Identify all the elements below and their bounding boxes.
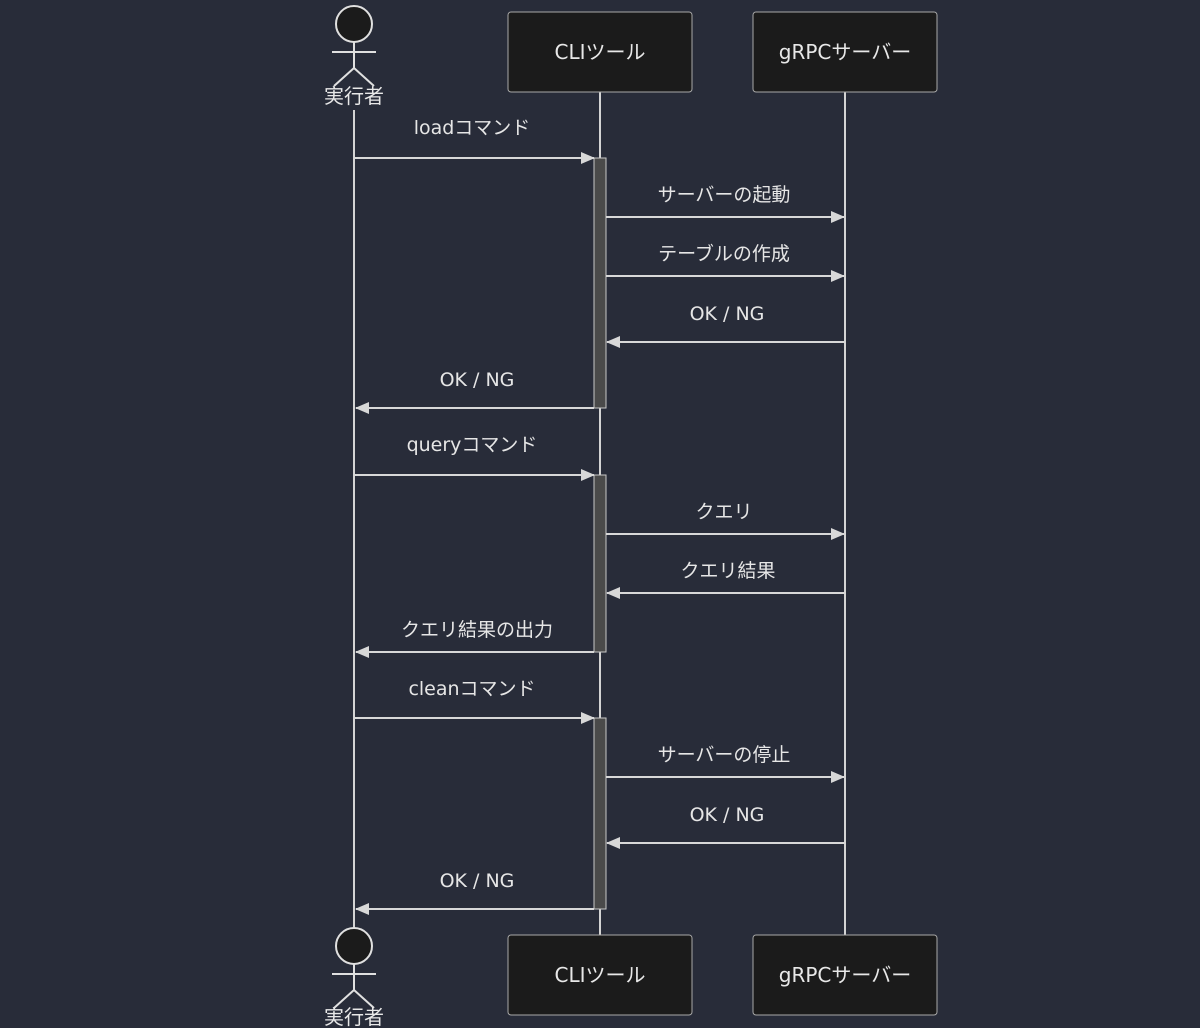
activation-load: [593, 157, 607, 409]
message-label: テーブルの作成: [658, 242, 790, 265]
message-label: サーバーの起動: [658, 184, 791, 206]
message-label: loadコマンド: [414, 117, 531, 139]
actor-top-head-icon: [335, 5, 373, 43]
message-2: サーバーの起動: [606, 184, 845, 223]
actor-bottom: 実行者: [324, 927, 384, 1028]
message-7: クエリ: [606, 501, 845, 540]
message-label: OK / NG: [690, 303, 765, 325]
message-5: OK / NG: [355, 369, 594, 414]
message-8: クエリ結果: [606, 560, 845, 599]
message-1: loadコマンド: [354, 117, 595, 164]
activation-clean: [593, 717, 607, 910]
participant-server-top-label: gRPCサーバー: [779, 40, 911, 64]
message-label: OK / NG: [440, 369, 515, 391]
actor-top-label: 実行者: [324, 84, 384, 108]
message-label: cleanコマンド: [408, 678, 535, 700]
participant-cli-top: CLIツール: [507, 11, 693, 93]
message-11: サーバーの停止: [606, 744, 845, 783]
message-label: OK / NG: [440, 870, 515, 892]
message-label: queryコマンド: [407, 434, 538, 456]
participant-server-top: gRPCサーバー: [752, 11, 938, 93]
actor-bottom-head-icon: [335, 927, 373, 965]
message-12: OK / NG: [606, 804, 845, 849]
participant-cli-top-label: CLIツール: [554, 40, 645, 64]
message-10: cleanコマンド: [354, 678, 595, 724]
message-label: OK / NG: [690, 804, 765, 826]
participant-server-bottom-box: [752, 934, 938, 1016]
activation-query: [593, 474, 607, 653]
actor-top: 実行者: [324, 5, 384, 108]
message-4: OK / NG: [606, 303, 845, 348]
message-label: サーバーの停止: [658, 744, 791, 766]
message-9: クエリ結果の出力: [355, 619, 594, 658]
participant-cli-bottom-box: [507, 934, 693, 1016]
participant-server-bottom-label: gRPCサーバー: [779, 963, 911, 987]
message-label: クエリ結果: [680, 560, 775, 582]
participant-cli-bottom: CLIツール: [507, 934, 693, 1016]
participant-cli-bottom-label: CLIツール: [554, 963, 645, 987]
actor-bottom-label: 実行者: [324, 1005, 384, 1028]
participant-cli-top-box: [507, 11, 693, 93]
message-13: OK / NG: [355, 870, 594, 915]
message-3: テーブルの作成: [606, 242, 845, 282]
message-label: クエリ結果の出力: [401, 619, 553, 641]
participant-server-top-box: [752, 11, 938, 93]
message-6: queryコマンド: [354, 434, 595, 481]
message-label: クエリ: [695, 501, 752, 523]
participant-server-bottom: gRPCサーバー: [752, 934, 938, 1016]
